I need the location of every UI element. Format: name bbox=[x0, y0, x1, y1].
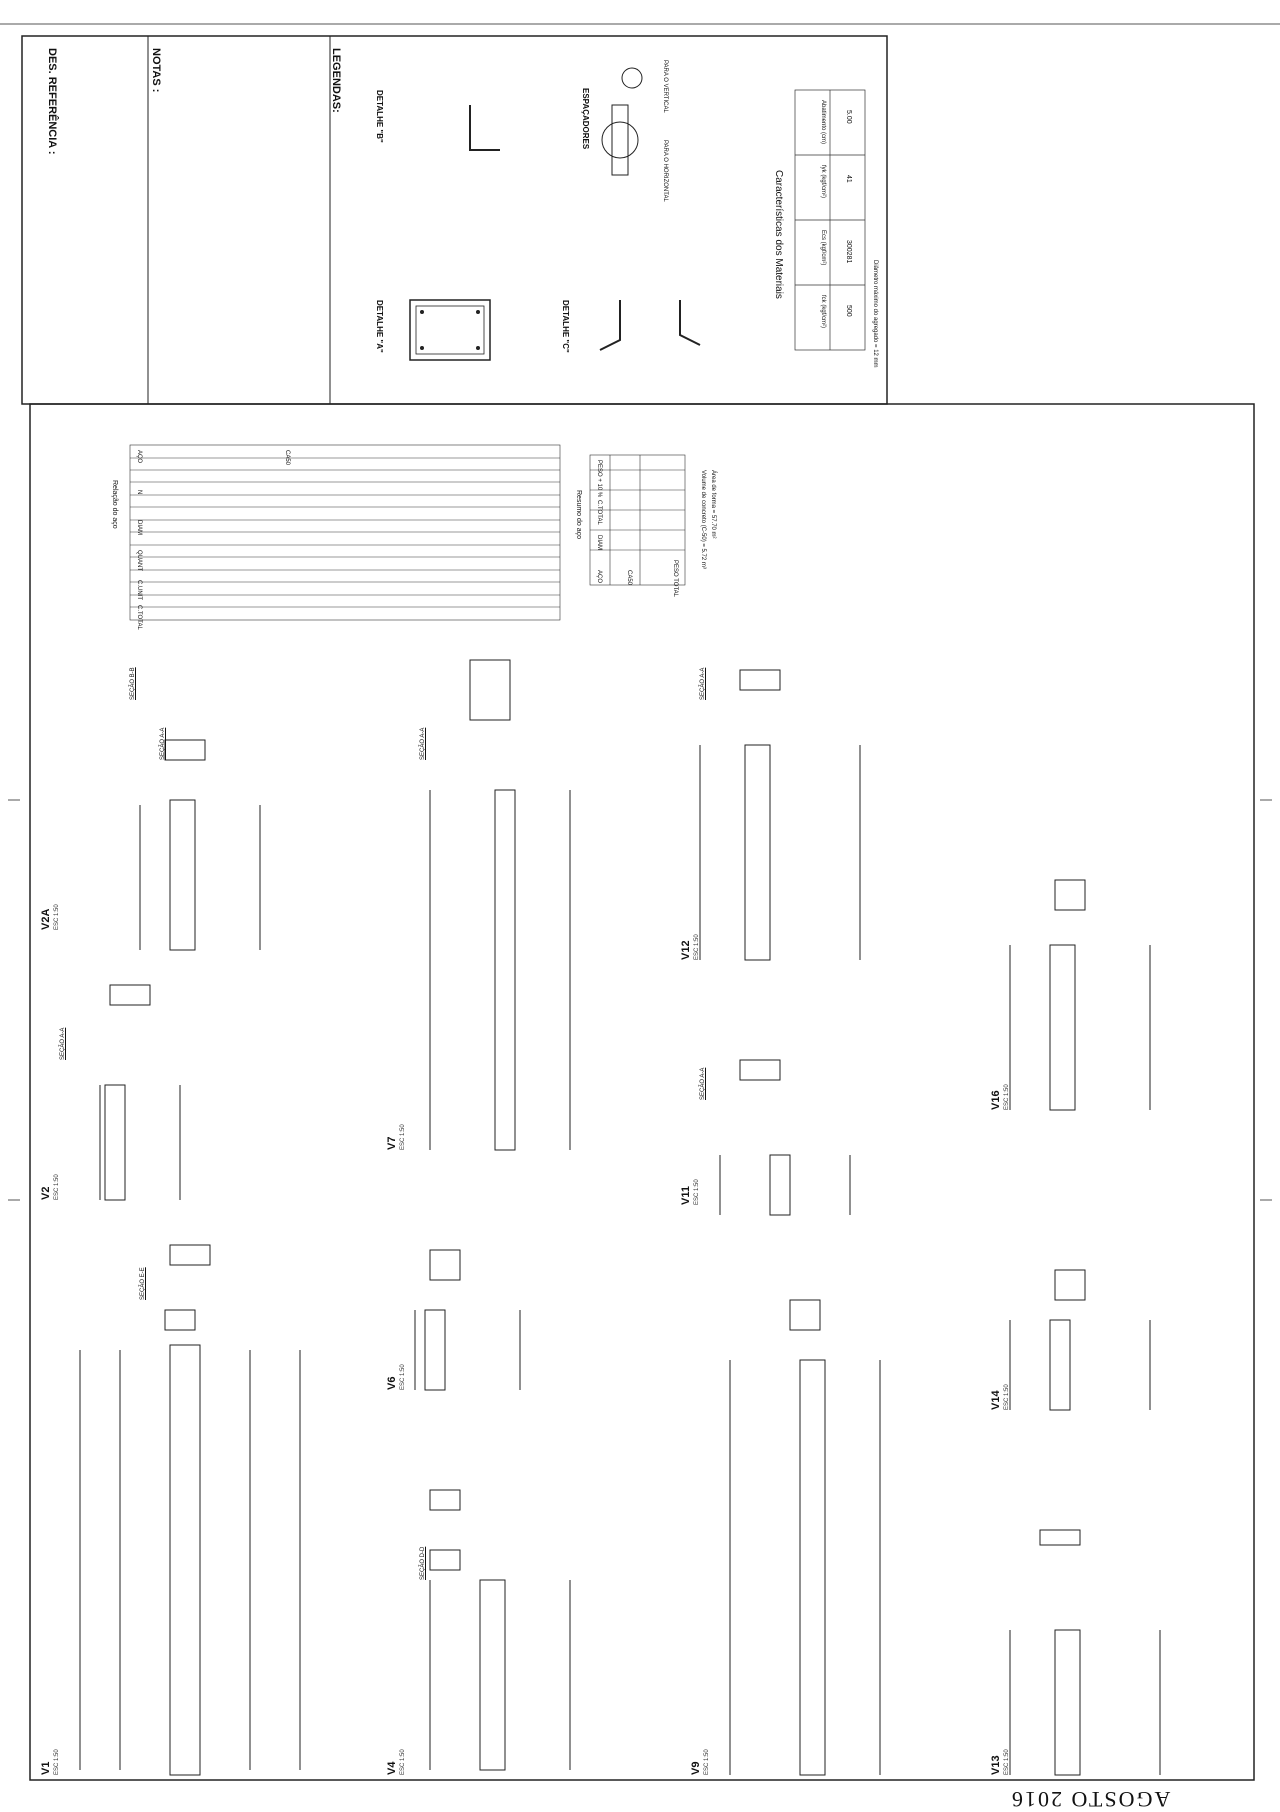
concrete-volume: Volume de concreto (C-50) = 5.72 m³ bbox=[700, 470, 706, 569]
cross-section-12 bbox=[1054, 879, 1086, 911]
summary-col-ctotal: C.TOTAL bbox=[596, 500, 602, 525]
section-aa-v11: SEÇÃO A-A bbox=[700, 1067, 706, 1100]
detail-c-label: DETALHE "C" bbox=[561, 300, 570, 353]
spacer-horizontal: PARA O HORIZONTAL bbox=[662, 140, 668, 202]
beam-v11-body bbox=[769, 1154, 791, 1216]
steel-grade: CA50 bbox=[284, 450, 290, 466]
beam-label-v1: V1 bbox=[40, 1761, 52, 1775]
beam-scale-v2: ESC 1:50 bbox=[54, 1174, 60, 1200]
section-aa-v2: SEÇÃO A-A bbox=[60, 1027, 66, 1060]
section-bb-v2a: SEÇÃO B-B bbox=[130, 667, 136, 700]
summary-total: PESO TOTAL bbox=[672, 560, 678, 598]
steel-col-ctotal: C.TOTAL bbox=[136, 605, 142, 630]
beam-label-v13: V13 bbox=[990, 1755, 1002, 1775]
beam-scale-v7: ESC 1:50 bbox=[400, 1124, 406, 1150]
beam-scale-v1: ESC 1:50 bbox=[54, 1749, 60, 1775]
beam-v1-body bbox=[169, 1344, 201, 1776]
beam-v13-body bbox=[1054, 1629, 1081, 1776]
beam-scale-v14: ESC 1:50 bbox=[1004, 1384, 1010, 1410]
beam-v14-body bbox=[1049, 1319, 1071, 1411]
notes-title: NOTAS : bbox=[150, 48, 162, 93]
beam-scale-v13: ESC 1:50 bbox=[1004, 1749, 1010, 1775]
section-dd-v4: SEÇÃO D-D bbox=[420, 1546, 426, 1580]
beam-v4-body bbox=[479, 1579, 506, 1771]
cross-section-4 bbox=[164, 1309, 196, 1331]
materials-val-slump: 5.00 bbox=[845, 110, 852, 124]
cross-section-10 bbox=[739, 1059, 781, 1081]
beam-v9-body bbox=[799, 1359, 826, 1776]
beam-v12-body bbox=[744, 744, 771, 961]
detail-a-label: DETALHE "A" bbox=[375, 300, 384, 353]
cross-section-7 bbox=[429, 1489, 461, 1511]
beam-scale-v12: ESC 1:50 bbox=[694, 934, 700, 960]
beam-label-v2a: V2A bbox=[40, 908, 52, 930]
cross-section-3 bbox=[169, 1244, 211, 1266]
summary-col-peso: PESO + 10 % bbox=[596, 460, 602, 498]
section-aa-v7: SEÇÃO A-A bbox=[420, 727, 426, 760]
summary-title: Resumo do aço bbox=[575, 490, 582, 540]
section-ee-v1: SEÇÃO E-E bbox=[140, 1267, 146, 1300]
beam-v6-body bbox=[424, 1309, 446, 1391]
cross-section-13 bbox=[1054, 1269, 1086, 1301]
beam-label-v14: V14 bbox=[990, 1390, 1002, 1410]
beam-label-v6: V6 bbox=[386, 1376, 398, 1390]
cross-section-11 bbox=[789, 1299, 821, 1331]
beam-scale-v6: ESC 1:50 bbox=[400, 1364, 406, 1390]
steel-col-cunit: C.UNIT bbox=[136, 580, 142, 600]
cross-section-9 bbox=[739, 669, 781, 691]
aggregate-note: Diâmetro máximo do agregado = 12 mm bbox=[872, 260, 878, 368]
des-ref-title: DES. REFERÊNCIA : bbox=[46, 48, 58, 155]
beam-scale-v11: ESC 1:50 bbox=[694, 1179, 700, 1205]
materials-title: Características dos Materiais bbox=[773, 170, 784, 299]
summary-col-aco: AÇO bbox=[596, 570, 602, 584]
steel-col-aco: AÇO bbox=[136, 450, 142, 464]
spacers-label: ESPAÇADORES bbox=[581, 88, 590, 150]
steel-col-diam: DIAM bbox=[136, 520, 142, 535]
steel-col-n: N bbox=[136, 490, 142, 495]
beam-v16-body bbox=[1049, 944, 1076, 1111]
cross-section-1 bbox=[164, 739, 206, 761]
steel-table-title: Relação do aço bbox=[111, 480, 118, 529]
beam-scale-v16: ESC 1:50 bbox=[1004, 1084, 1010, 1110]
spacer-vertical: PARA O VERTICAL bbox=[662, 60, 668, 113]
cross-section-8 bbox=[429, 1549, 461, 1571]
beam-label-v16: V16 bbox=[990, 1090, 1002, 1110]
section-aa-v2a: SEÇÃO A-A bbox=[160, 727, 166, 760]
cross-section-14 bbox=[1039, 1529, 1081, 1546]
cross-section-6 bbox=[429, 1249, 461, 1281]
legend-title: LEGENDAS: bbox=[330, 48, 342, 113]
materials-col-slump: Abatimento (cm) bbox=[820, 100, 826, 145]
steel-col-quant: QUANT bbox=[136, 550, 142, 571]
beam-label-v11: V11 bbox=[680, 1186, 692, 1205]
beam-v2-body bbox=[104, 1084, 126, 1201]
section-aa-v12: SEÇÃO A-A bbox=[700, 667, 706, 700]
beam-v2a-body bbox=[169, 799, 196, 951]
beam-label-v12: V12 bbox=[680, 940, 692, 960]
beam-label-v9: V9 bbox=[690, 1761, 702, 1775]
materials-val-fyk: 41 bbox=[845, 175, 852, 183]
cross-section-5 bbox=[469, 659, 511, 721]
cross-section-2 bbox=[109, 984, 151, 1006]
beam-v7-body bbox=[494, 789, 516, 1151]
footer-date: AGOSTO 2016 bbox=[1010, 1787, 1171, 1812]
materials-val-ecs: 300281 bbox=[845, 240, 852, 264]
beam-scale-v9: ESC 1:50 bbox=[704, 1749, 710, 1775]
form-area: Área de forma = 57.70 m² bbox=[710, 470, 716, 539]
detail-b-label: DETALHE "B" bbox=[375, 90, 384, 143]
beam-label-v4: V4 bbox=[386, 1761, 398, 1775]
beam-scale-v4: ESC 1:50 bbox=[400, 1749, 406, 1775]
materials-col-fyk: fyk (kgf/cm²) bbox=[820, 165, 826, 198]
beam-label-v7: V7 bbox=[386, 1136, 398, 1150]
summary-grade: CA50 bbox=[626, 570, 632, 586]
materials-col-ecs: Ecs (kgf/cm²) bbox=[820, 230, 826, 266]
beam-label-v2: V2 bbox=[40, 1186, 52, 1200]
beam-scale-v2a: ESC 1:50 bbox=[54, 904, 60, 930]
materials-val-fck: 500 bbox=[845, 305, 852, 317]
materials-col-fck: fck (kgf/cm²) bbox=[820, 295, 826, 328]
summary-col-diam: DIAM bbox=[596, 535, 602, 550]
